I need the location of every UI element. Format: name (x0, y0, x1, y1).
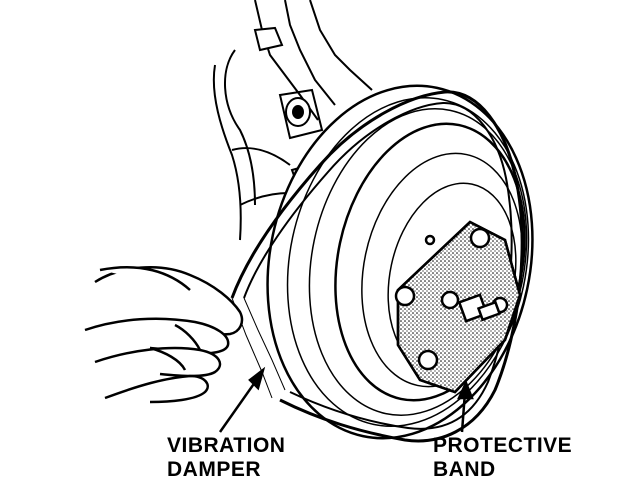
technician-hand (84, 266, 244, 404)
protective-band-label-line1: PROTECTIVE (433, 434, 573, 457)
vibration-damper-label-line1: VIBRATION (167, 434, 286, 457)
arrow-icon (218, 366, 474, 433)
vibration-damper-label-line2: DAMPER (167, 458, 262, 481)
protective-band (230, 90, 524, 443)
damper-tool (394, 220, 522, 394)
protective-band-label: PROTECTIVE BAND (433, 434, 572, 482)
vibration-damper-label: VIBRATION DAMPER (167, 434, 285, 482)
protective-band-label-line2: BAND (433, 458, 496, 481)
